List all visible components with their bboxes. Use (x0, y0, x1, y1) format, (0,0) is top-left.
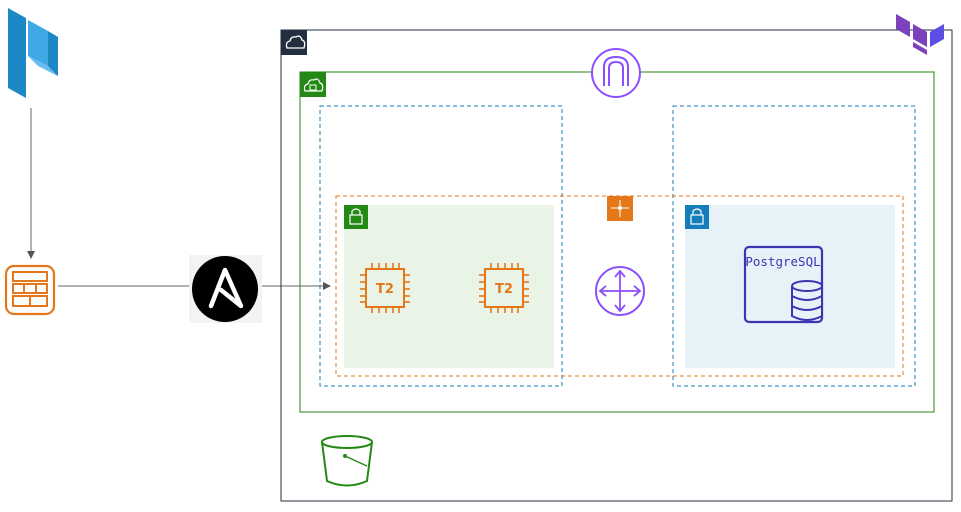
ec2-instance-2-label: T2 (495, 282, 513, 297)
private-subnet-group (685, 205, 895, 368)
ec2-instance-1-label: T2 (376, 282, 394, 297)
availability-zone-b (672, 105, 916, 387)
availability-zone-a (319, 105, 563, 387)
internet-gateway-icon (591, 48, 641, 98)
public-subnet-group (344, 205, 554, 368)
vpc-icon (300, 72, 326, 97)
ami-image-icon (4, 264, 56, 316)
s3-bucket-icon (321, 435, 373, 487)
terraform-icon (896, 14, 944, 55)
ec2-t2-chip-icon: T2 (360, 263, 410, 313)
security-group-icon (607, 196, 633, 221)
ansible-icon (189, 255, 262, 323)
private-subnet-lock-icon (685, 205, 709, 229)
public-subnet-lock-icon (344, 205, 368, 229)
load-balancer-icon (595, 266, 645, 316)
aws-cloud-group (280, 29, 953, 502)
ec2-t2-chip-icon: T2 (479, 263, 529, 313)
aws-cloud-icon (281, 30, 307, 55)
rds-postgresql-label: PostgreSQL (745, 254, 820, 269)
packer-icon (8, 8, 58, 98)
rds-postgresql-icon: PostgreSQL (743, 245, 824, 324)
